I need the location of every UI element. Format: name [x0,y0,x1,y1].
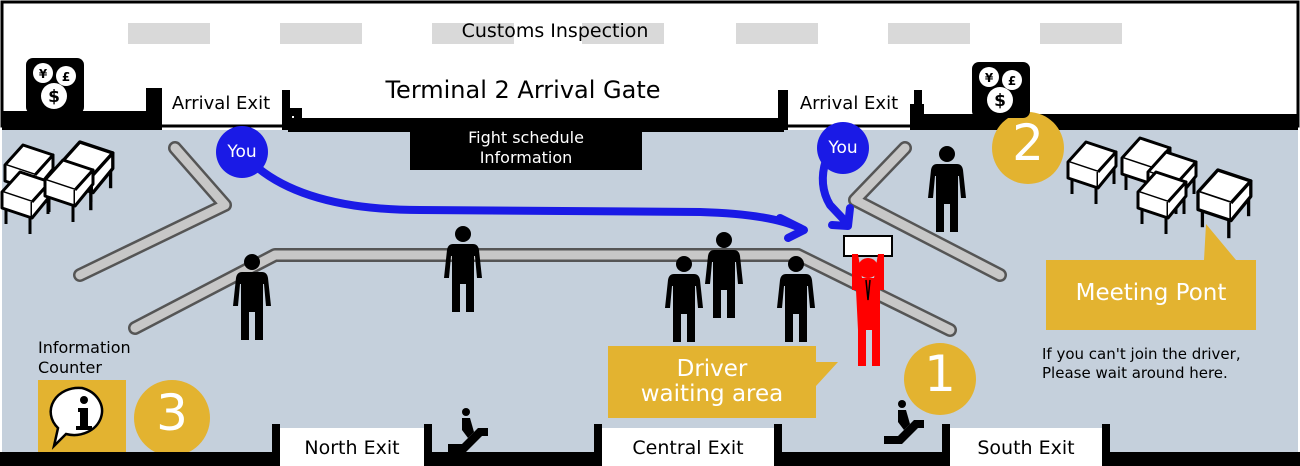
customs-area [0,0,1300,128]
arrival-exit-left-label: Arrival Exit [171,93,271,114]
north-exit-label: North Exit [304,437,400,459]
driver-area-line2: waiting area [640,381,784,407]
driver-area-line1: Driver [676,356,748,382]
marker-3-label: 3 [156,384,188,442]
flight-board-line2: Information [479,148,573,167]
currency-exchange-icon: ¥ £ $ [26,58,84,114]
svg-text:¥: ¥ [39,67,48,81]
flight-board-line1: Fight schedule [468,128,584,147]
svg-text:£: £ [1008,74,1016,88]
arrival-exit-right-label: Arrival Exit [799,93,899,114]
you-marker-left [216,126,268,178]
meeting-point-note-line2: Please wait around here. [1042,364,1228,382]
you-label-right: You [828,138,858,158]
meeting-point-callout [1046,224,1256,330]
marker-2-label: 2 [1012,114,1044,172]
south-exit-label: South Exit [977,437,1075,459]
customs-inspection-label: Customs Inspection [461,20,649,42]
arrival-gate-title: Terminal 2 Arrival Gate [385,76,661,104]
marker-1-label: 1 [924,345,956,403]
flight-board [410,126,642,170]
escalator-icon [884,400,924,444]
driver-figure [843,235,893,366]
svg-text:$: $ [994,91,1006,111]
marker-2 [992,112,1064,184]
currency-exchange-icon: ¥ £ $ [972,62,1030,118]
marker-1 [904,343,976,415]
svg-text:£: £ [62,70,70,84]
svg-text:$: $ [48,87,60,107]
you-marker-right [817,122,869,174]
you-label-left: You [227,142,257,162]
information-icon [49,386,104,450]
driver-area-callout [608,346,838,418]
info-counter-line2: Counter [38,358,102,377]
svg-text:¥: ¥ [985,71,994,85]
central-exit-label: Central Exit [632,437,744,459]
meeting-point-note-line1: If you can't join the driver, [1042,345,1241,363]
escalator-icon [448,408,488,452]
info-counter-line1: Information [38,338,131,357]
meeting-point-label: Meeting Pont [1075,280,1227,306]
marker-3 [134,380,210,456]
